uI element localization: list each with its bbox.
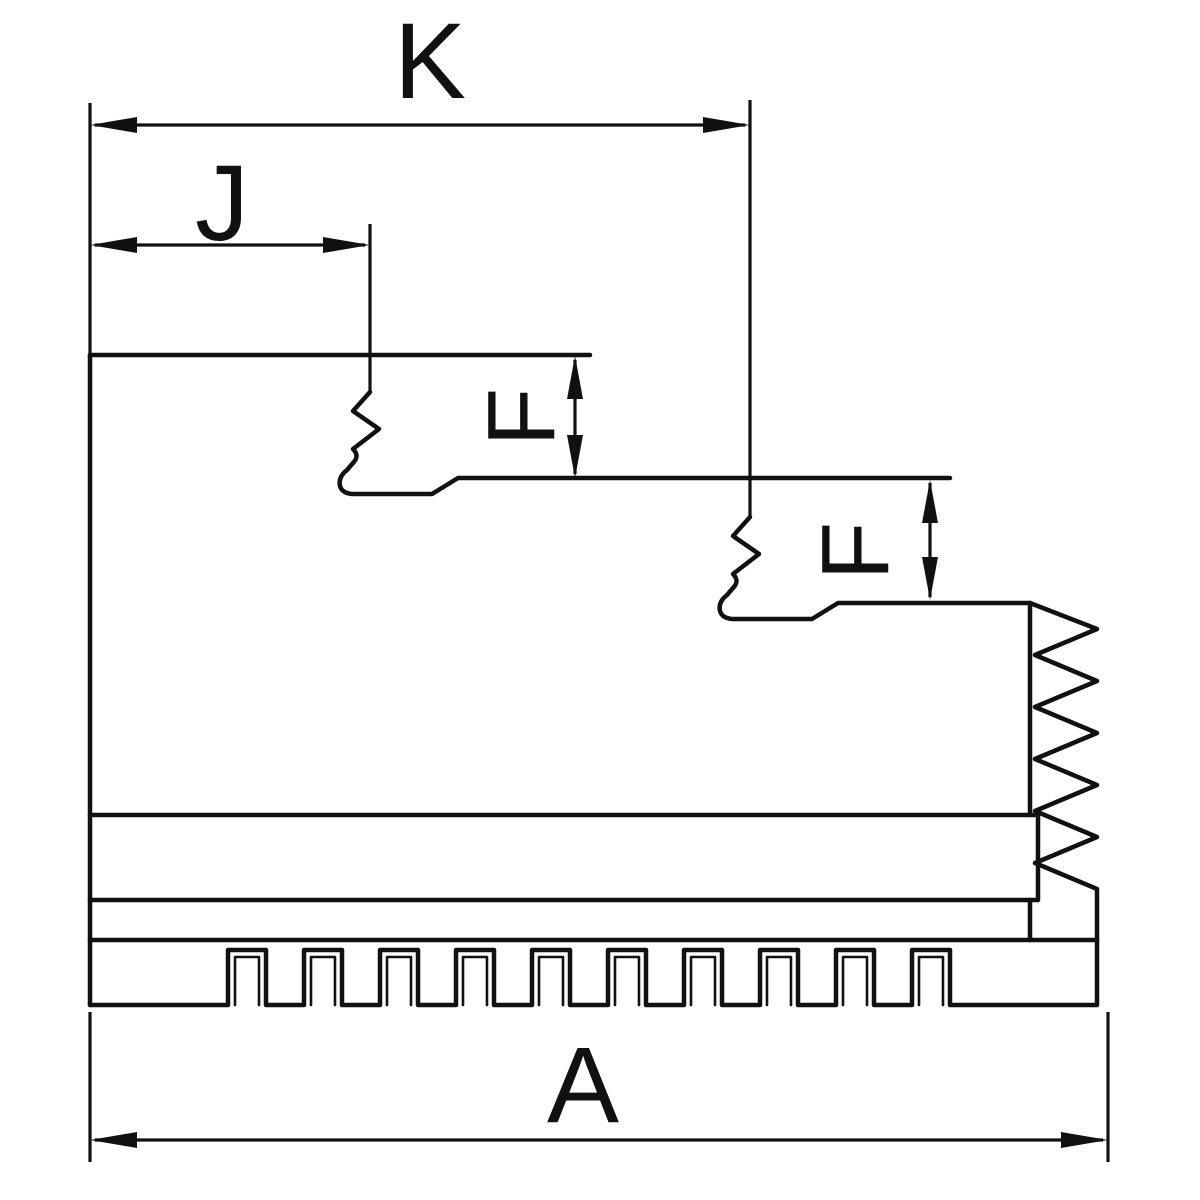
- arrowhead-k-right: [703, 117, 750, 133]
- arrowhead-a-right: [1061, 1132, 1108, 1148]
- dimension-f-lower-label: F: [802, 522, 909, 581]
- arrowhead-f-upper-bottom: [567, 435, 583, 478]
- arrowhead-j-right: [323, 237, 370, 253]
- dimension-arrowheads: [90, 117, 1108, 1148]
- dimension-a-label: A: [547, 1024, 619, 1145]
- dimension-k-label: K: [394, 0, 466, 121]
- guide-band: [87, 812, 1041, 903]
- arrowhead-f-lower-top: [922, 480, 938, 523]
- jaw-profile: [87, 352, 1100, 1008]
- arrowhead-f-lower-bottom: [922, 557, 938, 600]
- arrowhead-j-left: [90, 237, 137, 253]
- bottom-serrated-outline: [87, 937, 1100, 1008]
- dimension-f-upper-label: F: [468, 388, 575, 447]
- step1-break-line-and-face: [337, 389, 953, 497]
- right-serrations: [1027, 600, 1100, 943]
- arrowhead-k-left: [90, 117, 137, 133]
- arrowhead-a-left: [90, 1132, 137, 1148]
- dimension-lines: [88, 100, 1110, 1162]
- bottom-groove-inner-lines: [233, 955, 945, 1007]
- step2-break-line-and-face: [717, 514, 1033, 622]
- arrowhead-f-upper-top: [567, 356, 583, 399]
- dimension-j-label: J: [195, 142, 249, 263]
